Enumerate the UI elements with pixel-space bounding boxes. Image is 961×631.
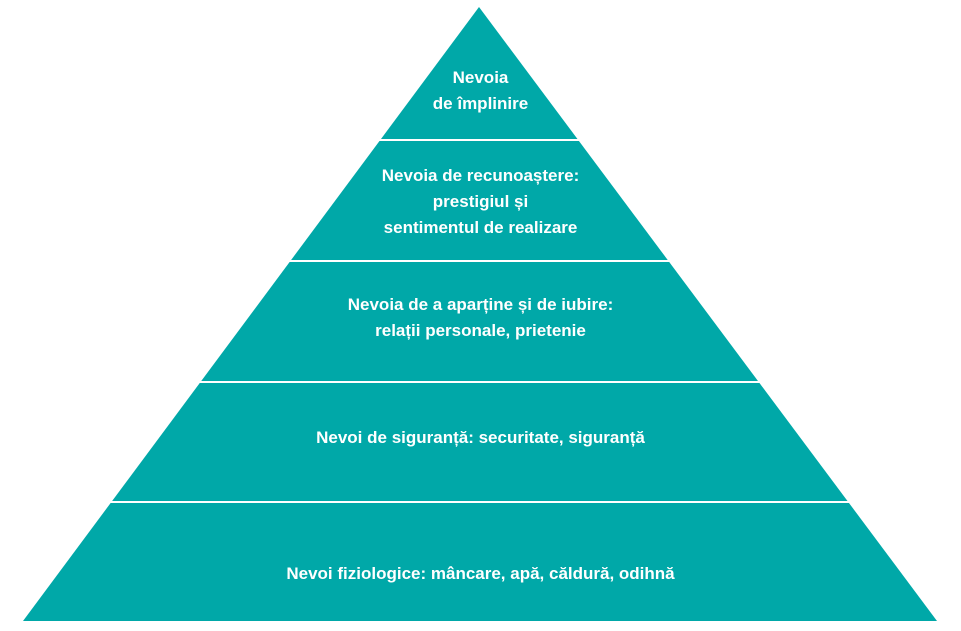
tier-label-safety: Nevoi de siguranță: securitate, siguranț… [0, 425, 961, 451]
tier-label-esteem: Nevoia de recunoaștere: prestigiul și se… [0, 163, 961, 241]
tier-label-line: Nevoia de a aparține și de iubire: [347, 295, 614, 314]
tier-label-line: Nevoia [452, 68, 509, 87]
tier-label-line: prestigiul și [432, 192, 529, 211]
tier-label-line: Nevoi de siguranță: securitate, siguranț… [316, 428, 645, 447]
tier-label-belonging: Nevoia de a aparține și de iubire: relaț… [0, 292, 961, 344]
pyramid-body [23, 7, 937, 621]
tier-label-line: relații personale, prietenie [375, 321, 586, 340]
tier-label-self-actualization: Nevoia de împlinire [0, 65, 961, 117]
tier-label-line: de împlinire [432, 94, 529, 113]
tier-label-line: sentimentul de realizare [383, 218, 578, 237]
tier-label-physiological: Nevoi fiziologice: mâncare, apă, căldură… [0, 561, 961, 587]
tier-label-line: Nevoi fiziologice: mâncare, apă, căldură… [286, 564, 675, 583]
tier-label-line: Nevoia de recunoaștere: [381, 166, 580, 185]
